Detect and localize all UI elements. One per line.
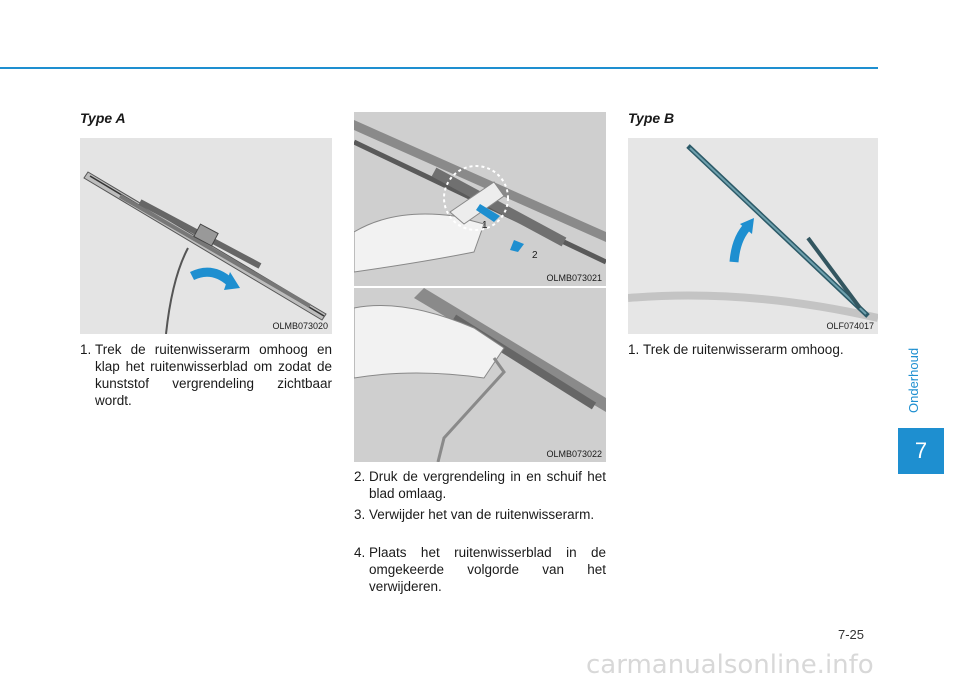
slide-blade-illustration [354,288,606,462]
step-1-type-a: 1. Trek de ruitenwisserarm omhoog en kla… [80,341,332,409]
step-text: Trek de ruitenwisserarm omhoog en klap h… [95,342,332,408]
step-text: Verwijder het van de ruitenwisserarm. [369,507,595,522]
step-text: Plaats het ruitenwisserblad in de omgeke… [369,545,606,594]
step-1-type-b: 1. Trek de ruitenwisserarm omhoog. [628,341,880,358]
figure-code: OLF074017 [826,321,874,331]
wiper-arm-raised-illustration [80,138,332,334]
step-number: 2. [354,469,366,484]
lock-press-illustration [354,112,606,286]
type-b-heading: Type B [628,110,675,126]
marker-2: 2 [532,250,538,261]
step-text: Druk de vergrendeling in en schuif het b… [369,469,606,501]
page-number: 7-25 [838,627,865,642]
figure-olmb073020: OLMB073020 [80,138,332,334]
step-number: 1. [628,342,640,357]
step-3: 3. Verwijder het van de ruitenwisserarm. [354,506,606,523]
step-4: 4. Plaats het ruitenwisserblad in de omg… [354,544,606,595]
step-number: 1. [80,342,92,357]
chapter-tab-label: Onderhoud [906,347,921,413]
type-a-heading: Type A [80,110,126,126]
figure-code: OLMB073021 [546,273,602,283]
step-text: Trek de ruitenwisserarm omhoog. [643,342,844,357]
watermark: carmanualsonline.info [586,650,874,680]
marker-1: 1 [482,220,488,231]
chapter-number-badge: 7 [898,428,944,474]
step-number: 3. [354,507,366,522]
step-number: 4. [354,545,366,560]
step-2: 2. Druk de vergrendeling in en schuif he… [354,468,606,502]
figure-olf074017: OLF074017 [628,138,878,334]
figure-olmb073022: OLMB073022 [354,288,606,462]
figure-code: OLMB073022 [546,449,602,459]
figure-olmb073021: 1 2 OLMB073021 [354,112,606,286]
wiper-arm-type-b-illustration [628,138,878,334]
figure-code: OLMB073020 [272,321,328,331]
header-rule [0,67,878,69]
